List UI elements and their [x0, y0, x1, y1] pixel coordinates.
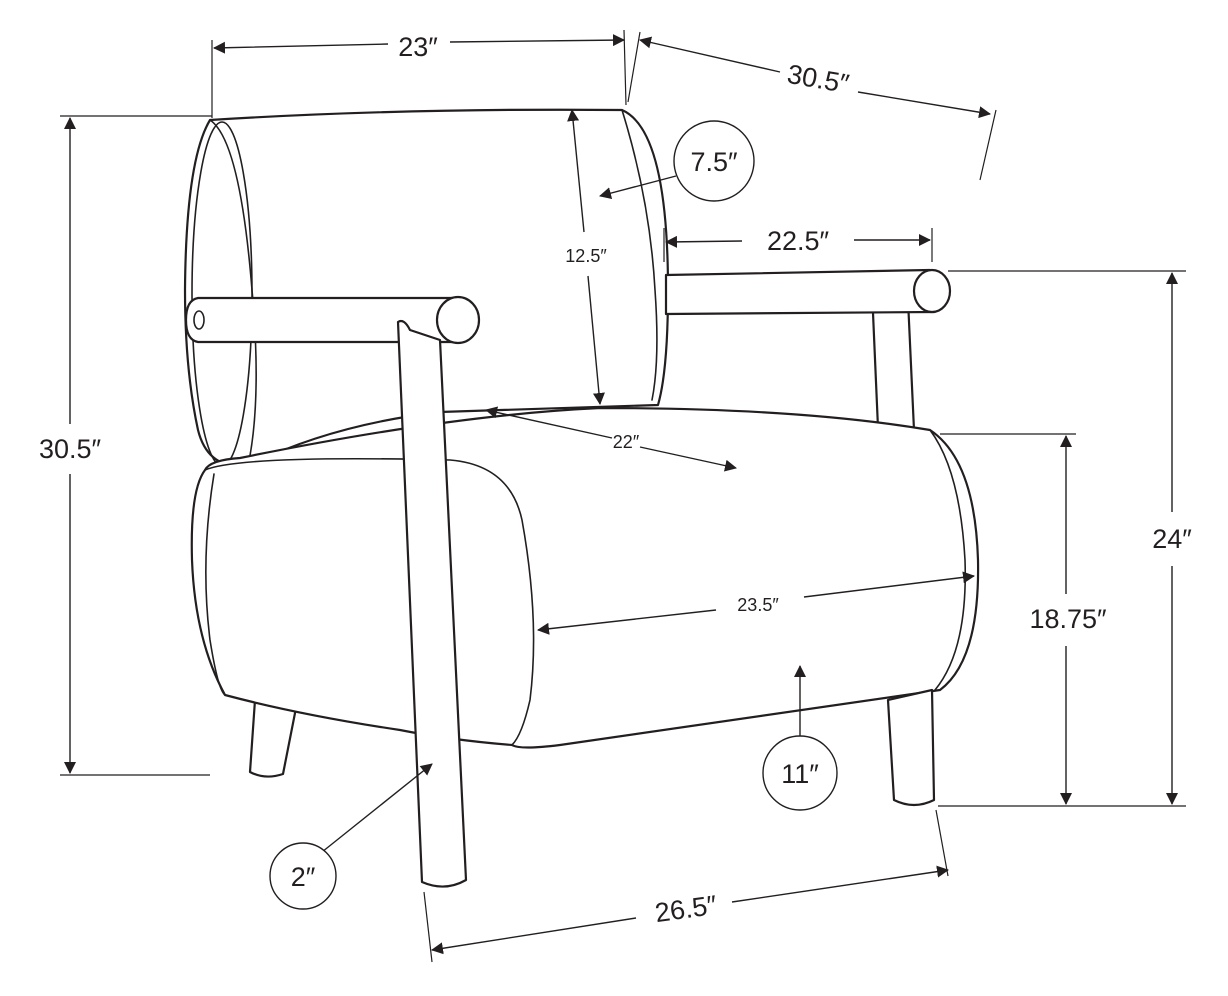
dim-seat-depth: [485, 406, 613, 439]
armchair-drawing: [183, 108, 980, 888]
left-armrest: [184, 296, 460, 344]
dim-overall-width: [431, 917, 637, 955]
leader-leg-diameter: [321, 763, 433, 853]
front-left-post: [396, 319, 468, 888]
dim-arm-length: [665, 235, 743, 248]
label-back-height: 12.5″: [565, 246, 607, 266]
dimension-lines: [64, 36, 1178, 955]
label-leg-diameter: 2″: [291, 862, 316, 892]
label-depth-top: 30.5″: [785, 59, 852, 99]
label-leg-height: 11″: [781, 759, 819, 789]
label-seat-length: 23.5″: [737, 595, 779, 615]
dim-back-height: [567, 109, 585, 233]
label-arm-height: 24″: [1152, 524, 1192, 554]
leader-cushion-diameter: [599, 175, 677, 200]
label-seat-height: 18.75″: [1029, 604, 1107, 634]
dim-seat-length: [537, 609, 717, 635]
label-arm-length: 22.5″: [767, 226, 830, 256]
rear-left-leg: [248, 698, 298, 778]
front-right-leg: [886, 688, 936, 807]
callout-circle-leg-diameter: [269, 842, 337, 910]
label-overall-width: 26.5″: [653, 890, 719, 928]
dim-depth-top: [639, 36, 781, 73]
label-seat-depth: 22″: [613, 432, 640, 452]
right-armrest: [664, 268, 936, 316]
label-seat-width-top: 23″: [398, 32, 438, 62]
callout-circle-leg-height: [762, 735, 838, 811]
label-overall-height: 30.5″: [39, 434, 102, 464]
callout-circle-cushion: [673, 120, 755, 202]
dim-seat-width-top: [214, 40, 624, 48]
label-cushion-diameter: 7.5″: [690, 147, 738, 177]
